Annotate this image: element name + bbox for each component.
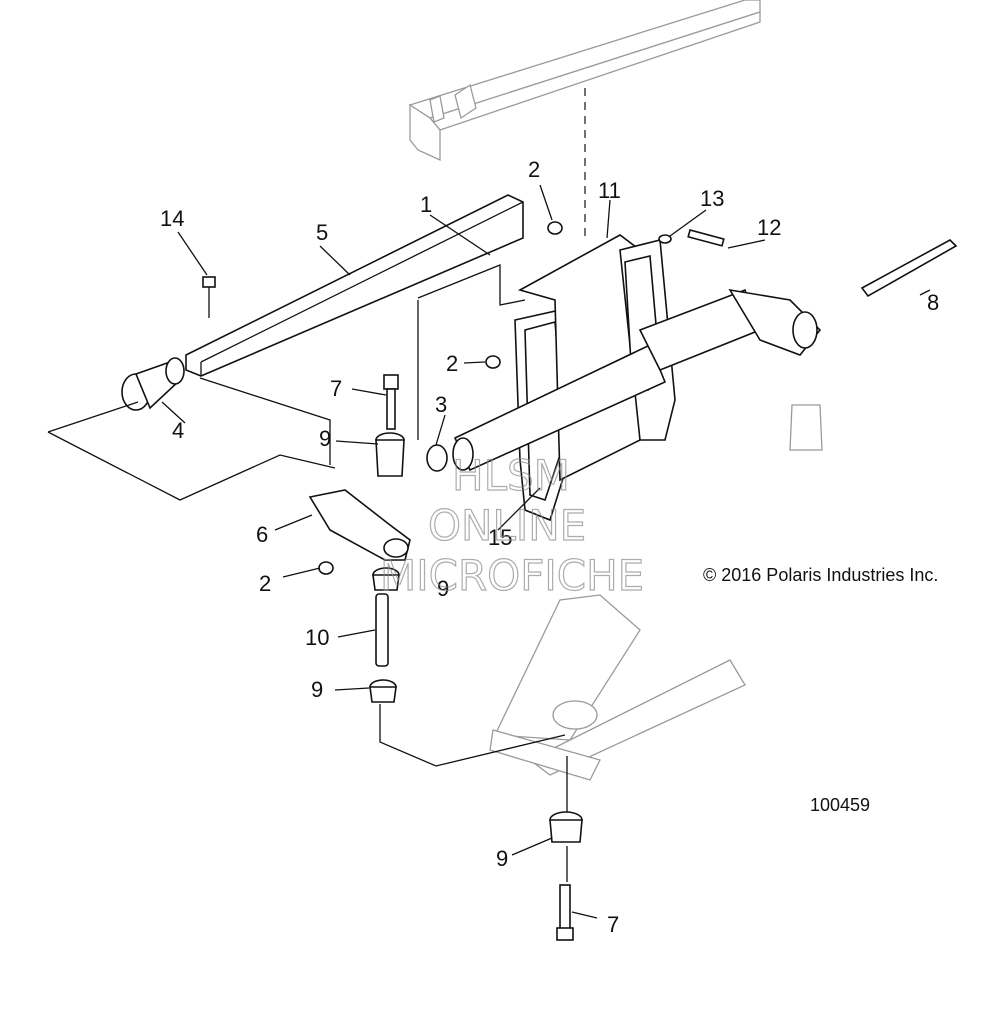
spring <box>789 404 823 451</box>
callout-3: 3 <box>435 392 447 417</box>
reference-lines <box>47 264 568 882</box>
square-bar <box>185 194 524 377</box>
callout-13: 13 <box>700 186 724 211</box>
bolt-14 <box>202 276 216 318</box>
watermark-line-3: MICROFICHE <box>380 551 644 600</box>
callout-9-bottom: 9 <box>496 846 508 871</box>
bolt-7-upper <box>383 374 399 430</box>
grommet-lower <box>369 679 397 703</box>
callout-8: 8 <box>927 290 939 315</box>
grommet-upper <box>375 432 405 477</box>
callout-9-upper: 9 <box>319 426 331 451</box>
grommet-bottom <box>549 811 583 843</box>
callout-7-upper: 7 <box>330 376 342 401</box>
callout-4: 4 <box>172 418 184 443</box>
callout-2-mid: 2 <box>446 351 458 376</box>
watermark-line-1: HLSM <box>452 451 570 500</box>
callout-9-lower: 9 <box>311 677 323 702</box>
bushing <box>121 357 185 411</box>
callout-2-top: 2 <box>528 157 540 182</box>
callout-5: 5 <box>316 220 328 245</box>
o-ring <box>426 444 448 472</box>
spacer <box>375 593 389 667</box>
frame-rail <box>408 0 761 162</box>
callout-14: 14 <box>160 206 184 231</box>
watermark: HLSM ONLINE MICROFICHE <box>379 450 644 600</box>
figure-number: 100459 <box>810 795 870 815</box>
callout-15: 15 <box>488 525 512 550</box>
pivot-arm <box>308 489 411 561</box>
main-bracket <box>452 234 822 522</box>
nut-2-mid <box>485 355 501 369</box>
grommet-mid <box>372 567 400 591</box>
rod-8 <box>860 239 958 298</box>
callout-7-lower: 7 <box>607 912 619 937</box>
callout-11: 11 <box>598 178 621 203</box>
watermark-line-2: ONLINE <box>428 501 586 550</box>
callout-10: 10 <box>305 625 329 650</box>
callout-1: 1 <box>420 192 432 217</box>
callout-9-mid: 9 <box>437 576 449 601</box>
nut-2-top <box>547 221 563 235</box>
bolt-12 <box>687 229 725 247</box>
copyright-notice: © 2016 Polaris Industries Inc. <box>703 565 938 585</box>
callout-2-low: 2 <box>259 571 271 596</box>
leader-lines <box>161 184 931 919</box>
bolt-7-lower <box>556 884 574 941</box>
callout-6: 6 <box>256 522 268 547</box>
callout-12: 12 <box>757 215 781 240</box>
washer <box>658 234 672 244</box>
nut-2-low <box>318 561 334 575</box>
lower-a-arm <box>489 594 746 781</box>
